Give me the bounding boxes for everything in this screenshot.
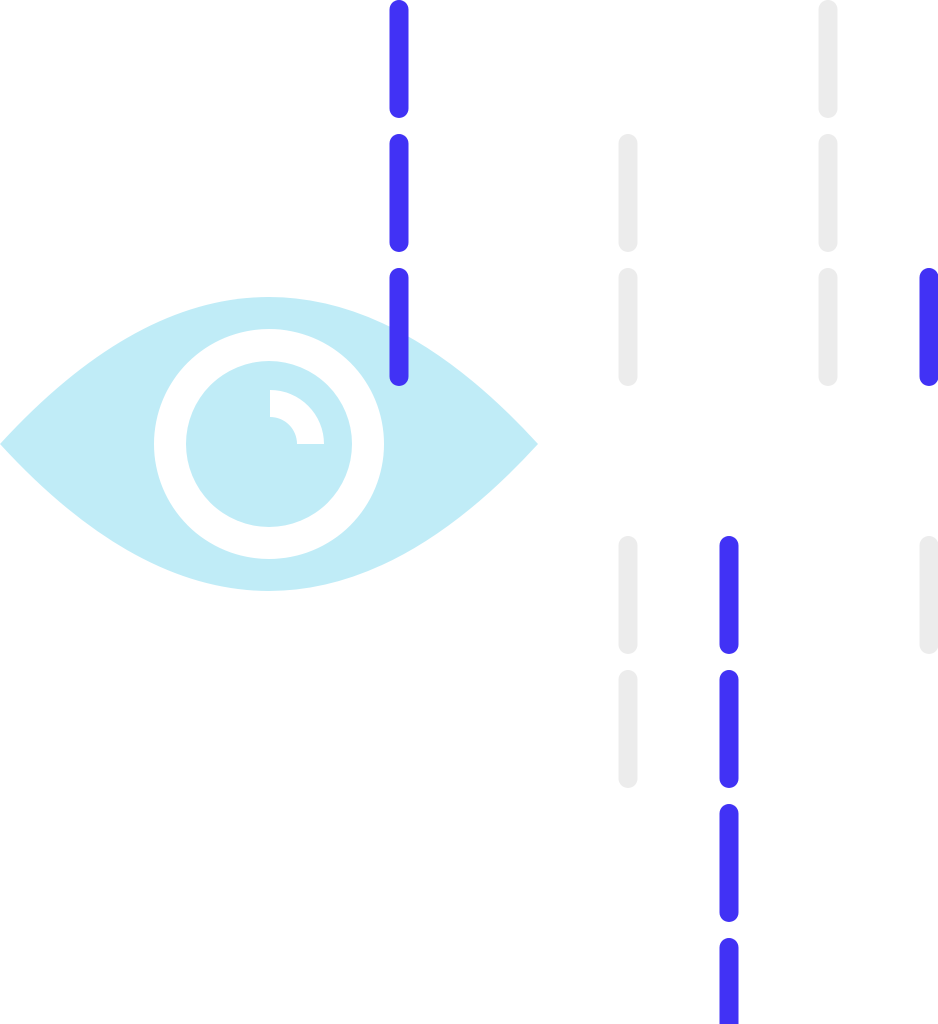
dash-segment-muted <box>818 268 838 386</box>
dash-segment-accent <box>719 670 739 788</box>
dash-segment-accent <box>919 268 938 386</box>
dash-segment-muted <box>818 0 838 118</box>
dash-segment-accent <box>719 938 739 1024</box>
eye-icon <box>0 297 538 591</box>
dash-segment-accent <box>389 134 409 252</box>
dash-segment-accent <box>389 268 409 386</box>
dash-segment-accent <box>719 804 739 922</box>
dash-segment-muted <box>919 536 938 654</box>
eye-glint <box>270 390 324 444</box>
dash-segment-muted <box>618 134 638 252</box>
dash-segment-muted <box>618 670 638 788</box>
dash-segment-accent <box>389 0 409 118</box>
dash-segment-accent <box>719 536 739 654</box>
dash-segment-muted <box>818 134 838 252</box>
iris <box>186 361 352 527</box>
dash-columns <box>389 0 938 1024</box>
dash-segment-muted <box>618 536 638 654</box>
dash-segment-muted <box>618 268 638 386</box>
